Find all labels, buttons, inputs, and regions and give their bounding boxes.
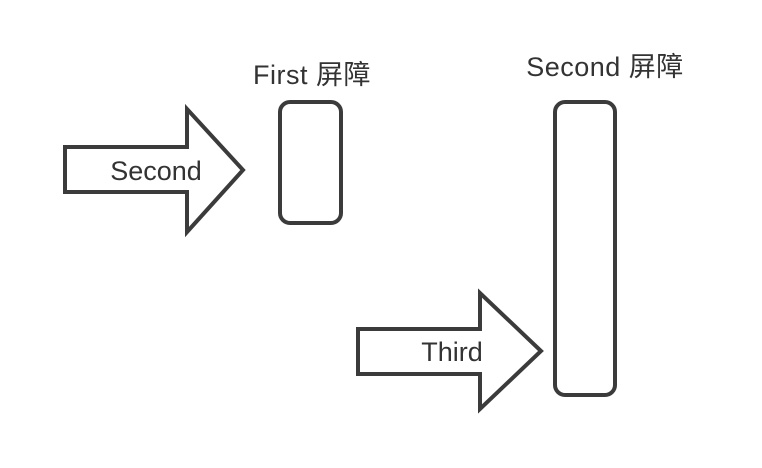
arrow-third-label: Third [421, 337, 483, 367]
arrow-second-shape [63, 103, 246, 238]
second-barrier-shape [553, 100, 617, 397]
first-barrier-shape [278, 100, 343, 225]
first-barrier-label: First 屏障 [253, 60, 371, 90]
second-barrier-label: Second 屏障 [526, 52, 684, 82]
arrow-second-label: Second [110, 156, 202, 186]
arrow-third-shape [356, 288, 544, 414]
